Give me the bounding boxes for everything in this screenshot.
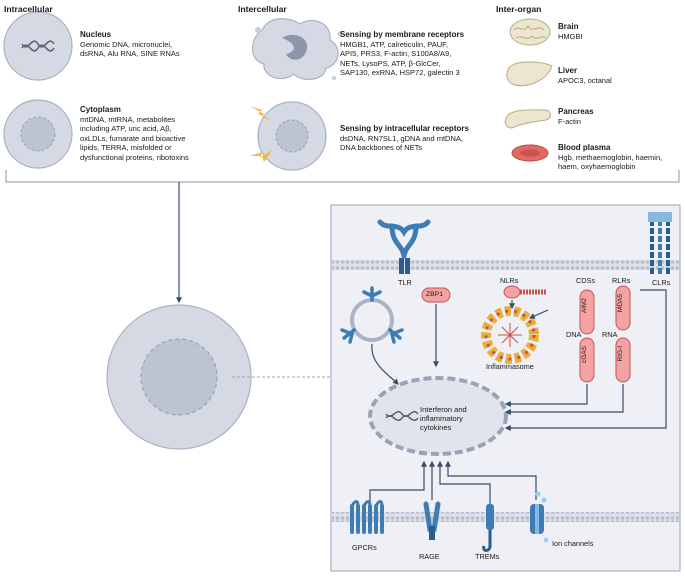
output-line: inflammatory: [420, 414, 463, 423]
lightning-icon: [250, 150, 272, 162]
nucleus-output: Interferon and inflammatory cytokines: [420, 405, 500, 432]
rigi-pill: [615, 337, 631, 383]
aim2-label: AIM2: [581, 298, 588, 314]
cgas-label: cGAS: [581, 346, 588, 363]
sensing-cell: [250, 101, 327, 171]
cgas-pill: [579, 337, 595, 383]
pancreas-icon: [504, 109, 551, 129]
blood-block: Blood plasma Hgb, methaemoglobin, haemin…: [558, 143, 683, 172]
blood-line: Hgb, methaemoglobin, haemin,: [558, 153, 663, 162]
brain-block: Brain HMGBI: [558, 22, 678, 41]
membrane-top: [332, 260, 679, 270]
output-line: cytokines: [420, 423, 452, 432]
nucleus-line: Genomic DNA, micronuclei,: [80, 40, 173, 49]
inter-organ-heading: Inter-organ: [496, 4, 542, 14]
brain-line: HMGBI: [558, 32, 583, 41]
ion-channels-label: Ion channels: [552, 539, 594, 548]
intercellular-heading: Intercellular: [238, 4, 287, 14]
intracellular-sensing-line: DNA backbones of NETs: [340, 143, 423, 153]
pancreas-title: Pancreas: [558, 107, 594, 116]
gpcrs-label: GPCRs: [352, 543, 377, 552]
rlrs-label: RLRs: [612, 276, 631, 285]
dna-label: DNA: [566, 330, 582, 339]
cytoplasm-line: lipids, TERRA, misfolded or: [80, 143, 172, 153]
section-bracket: [5, 170, 680, 183]
brain-icon: [509, 18, 551, 46]
liver-title: Liver: [558, 66, 578, 75]
membrane-sensing-line: API5, PRS3, F-actin, S100A8/A9,: [340, 49, 452, 59]
nucleus-block: Nucleus Genomic DNA, micronuclei, dsRNA,…: [80, 30, 230, 59]
tlr-label: TLR: [398, 278, 412, 287]
nucleus-line: dsRNA, Alu RNA, SINE RNAs: [80, 49, 180, 59]
mda5-label: MDA5: [617, 294, 624, 313]
membrane-sensing-title: Sensing by membrane receptors: [340, 30, 465, 39]
cytoplasm-line: oxLDLs, fumarate and bioactive: [80, 133, 186, 143]
aim2-pill: [579, 289, 595, 335]
membrane-sensing-line: HMGB1, ATP, calreticulin, PAUF,: [340, 40, 448, 49]
endosome: [340, 286, 404, 344]
cytoplasm-line: mtDNA, mtRNA, metabolites: [80, 115, 176, 124]
rage-label: RAGE: [419, 552, 440, 561]
trems-label: TREMs: [475, 552, 500, 561]
cytoplasm-line: including ATP, uric acid, Aβ,: [80, 124, 172, 134]
membrane-sensing-block: Sensing by membrane receptors HMGB1, ATP…: [340, 30, 500, 78]
cytoplasm-line: dysfunctional proteins, ribotoxins: [80, 152, 189, 162]
blood-line: haem, oxyhaemoglobin: [558, 162, 636, 172]
gpcr-receptor: [350, 500, 384, 534]
liver-block: Liver APOC3, octanal: [558, 66, 678, 85]
output-line: Interferon and: [420, 405, 467, 414]
zbp1-label: ZBP1: [426, 291, 443, 298]
clr-receptor: [648, 212, 672, 274]
intracellular-sensing-line: dsDNA, RN7SL1, gDNA and mtDNA,: [340, 134, 463, 143]
mda5-pill: [615, 285, 631, 331]
dying-cell: [251, 18, 343, 81]
cytoplasm-cell: [3, 99, 73, 169]
pancreas-block: Pancreas F-actin: [558, 107, 678, 126]
membrane-bottom: [332, 512, 679, 522]
ion-channel: [530, 491, 549, 543]
intracellular-sensing-title: Sensing by intracellular receptors: [340, 124, 469, 133]
nucleus-title: Nucleus: [80, 30, 112, 39]
clrs-label: CLRs: [652, 278, 671, 287]
intracellular-sensing-block: Sensing by intracellular receptors dsDNA…: [340, 124, 500, 153]
cdss-label: CDSs: [576, 276, 596, 285]
zbp1-pill: [421, 287, 451, 303]
membrane-sensing-line: SAP130, exRNA, HSP72, galectin 3: [340, 68, 460, 78]
pancreas-line: F-actin: [558, 117, 581, 126]
rigi-label: RIG-I: [617, 346, 624, 362]
membrane-sensing-line: NETs, LysoPS, ATP, β-GlcCer,: [340, 58, 441, 68]
trem-receptor: [482, 504, 494, 552]
panel-nucleus: [368, 376, 508, 456]
rage-receptor: [423, 501, 441, 540]
dna-icon: [21, 44, 55, 52]
tlr-receptor: [377, 219, 431, 274]
nucleus-cell: [3, 11, 73, 81]
nlr-receptor: [503, 285, 546, 299]
rna-label: RNA: [602, 330, 618, 339]
liver-icon: [506, 61, 553, 87]
inflammasome: [481, 306, 539, 364]
target-cell: [106, 304, 252, 450]
intracellular-heading: Intracellular: [4, 4, 53, 14]
inflammasome-label: Inflammasome: [486, 362, 534, 371]
lightning-icon: [250, 106, 272, 120]
brain-title: Brain: [558, 22, 579, 31]
cytoplasm-block: Cytoplasm mtDNA, mtRNA, metabolites incl…: [80, 105, 240, 162]
liver-line: APOC3, octanal: [558, 76, 612, 85]
blood-title: Blood plasma: [558, 143, 611, 152]
nlrs-label: NLRs: [500, 276, 519, 285]
cytoplasm-title: Cytoplasm: [80, 105, 121, 114]
red-blood-cell-icon: [511, 144, 549, 162]
